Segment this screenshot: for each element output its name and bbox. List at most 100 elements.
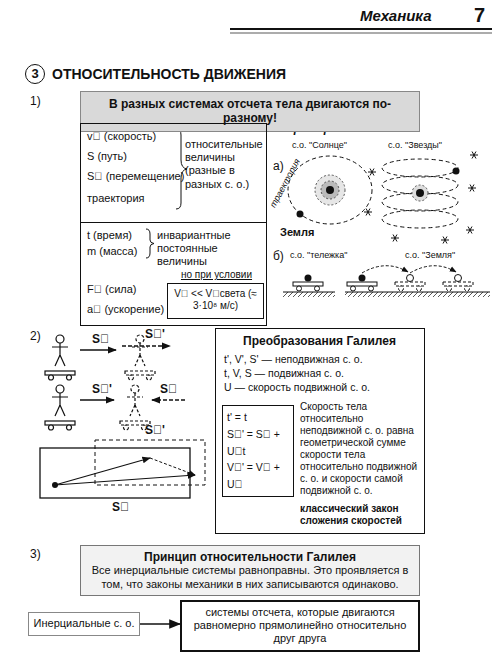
drawing-circle xyxy=(359,275,366,282)
drawing-rect xyxy=(283,292,335,297)
drawing-circle xyxy=(315,175,345,205)
drawing-use xyxy=(466,227,474,234)
node-text: но при условии xyxy=(168,269,265,281)
drawing-line xyxy=(230,33,492,34)
drawing-circle xyxy=(305,275,312,282)
drawing-line xyxy=(345,292,490,293)
node-text: траектория xyxy=(87,192,145,205)
formula-box: t' = tS⃗' = S⃗ + U⃗tV⃗' = V⃗ + U⃗ xyxy=(222,405,294,497)
node-text: v⃗ (скорость) xyxy=(87,130,156,143)
drawing-rect xyxy=(345,292,490,297)
connector-arrow xyxy=(140,623,180,625)
drawing-g xyxy=(45,335,155,430)
node-text: t (время) xyxy=(87,229,132,242)
node-text: относительные величины (разные в разных … xyxy=(185,138,265,191)
drawing-ellipse xyxy=(288,156,372,224)
node-text: системы отсчета, которые двигаются равно… xyxy=(190,606,410,646)
node-text: инвариантные постоянные величины xyxy=(157,229,263,269)
node-text: F⃗ (сила) xyxy=(87,283,137,296)
drawing-path xyxy=(146,229,154,258)
drawing-use xyxy=(391,235,399,242)
label-text: с.о. "Солнце" xyxy=(292,140,347,150)
term-box: Инерциальные с. о. xyxy=(28,612,140,636)
label-text: 2) xyxy=(30,330,41,344)
node-text: V⃗' = V⃗ + U⃗ xyxy=(227,459,289,493)
header-rule xyxy=(230,29,492,33)
label-text: 1) xyxy=(30,95,41,109)
drawing-use xyxy=(347,282,377,291)
drawing-line xyxy=(150,458,195,475)
node-text: V⃗ << V⃗света (≈ 3·10⁸ м/с) xyxy=(171,288,260,312)
label-text: S⃗ xyxy=(112,501,129,515)
node-text: классический закон сложения скоростей xyxy=(300,503,420,527)
node-text: S⃗ (перемещение) xyxy=(87,170,184,183)
drawing-line xyxy=(55,475,195,485)
drawing-use xyxy=(443,282,473,291)
label-text: с.о. "Звезды" xyxy=(388,140,442,150)
label-text: S⃗ xyxy=(92,333,109,347)
drawing-use xyxy=(45,421,75,430)
label-text: а) xyxy=(273,160,284,174)
definition-box: системы отсчета, которые двигаются равно… xyxy=(180,600,420,652)
label-text: с.о. "тележка" xyxy=(290,250,347,260)
galilean-figures xyxy=(40,335,205,498)
label-text: 7 xyxy=(474,4,485,27)
node-text: Скорость тела относительно неподвижной с… xyxy=(300,401,420,497)
node-text: Принцип относительности Галилея xyxy=(89,550,411,564)
label-text: б) xyxy=(273,250,284,264)
node-text: U — скорость подвижной с. о. xyxy=(224,381,370,394)
cart-frame-figure xyxy=(283,266,490,297)
label-text: S⃗' xyxy=(145,328,165,342)
drawing-g xyxy=(364,152,478,244)
drawing-ellipse xyxy=(382,210,458,228)
node-text: a⃗ (ускорение) xyxy=(87,303,164,316)
quantity-box: v⃗ (скорость)S (путь)S⃗ (перемещение)тра… xyxy=(80,123,267,223)
drawing-use xyxy=(293,282,323,291)
drawing-line xyxy=(122,345,170,346)
stars-frame-figure xyxy=(364,152,478,244)
drawing-line xyxy=(80,399,114,400)
drawing-use xyxy=(364,209,372,216)
banner-box: В разных системах отсчета тела двигаются… xyxy=(80,91,420,132)
node-text: Преобразования Галилея xyxy=(216,334,423,348)
node-text: m (масса) xyxy=(87,245,137,258)
drawing-g xyxy=(382,159,458,228)
label-text: с.о. "Земля" xyxy=(405,250,455,260)
node-text: Инерциальные с. о. xyxy=(29,613,139,634)
drawing-path xyxy=(410,266,456,273)
drawing-use xyxy=(368,169,376,176)
drawing-circle xyxy=(321,181,339,199)
drawing-use xyxy=(52,385,68,416)
drawing-use xyxy=(127,385,143,416)
node-text: В разных системах отсчета тела двигаются… xyxy=(87,97,413,126)
transform-box: Преобразования Галилеяt', V', S' — непод… xyxy=(215,328,425,534)
page-title: ОТНОСИТЕЛЬНОСТЬ ДВИЖЕНИЯ xyxy=(52,66,286,82)
drawing-use xyxy=(125,371,155,380)
drawing-rect xyxy=(40,448,190,498)
quantity-box: t (время) m (масса) инвариантные постоянны… xyxy=(80,222,267,326)
node-text: S⃗' = S⃗ + U⃗t xyxy=(227,426,289,460)
drawing-line xyxy=(152,399,185,400)
drawing-use xyxy=(468,185,476,192)
node-text: Все инерциальные системы равноправны. Эт… xyxy=(89,564,411,590)
label-text: S⃗ xyxy=(160,383,177,397)
drawing-use xyxy=(52,335,68,366)
drawing-circle xyxy=(412,185,428,201)
label-text: Земля xyxy=(280,226,314,239)
node-text: 3 xyxy=(26,65,44,82)
principle-box: Принцип относительности ГалилеяВсе инерц… xyxy=(80,545,420,596)
drawing-circle xyxy=(297,211,304,218)
drawing-ellipse xyxy=(382,159,458,177)
drawing-use xyxy=(395,282,425,291)
label-text: Механика xyxy=(360,7,431,24)
label-text: S⃗' xyxy=(145,424,165,438)
node-text: t' = t xyxy=(227,409,289,426)
drawing-use xyxy=(441,237,449,244)
drawing-use xyxy=(45,371,75,380)
sun-frame-figure xyxy=(288,156,372,224)
drawing-line xyxy=(283,292,335,293)
drawing-line xyxy=(80,349,116,350)
circle-number: 3 xyxy=(25,64,45,84)
drawing-circle xyxy=(326,186,334,194)
node-text: t, V, S — подвижная с. о. xyxy=(224,367,344,380)
